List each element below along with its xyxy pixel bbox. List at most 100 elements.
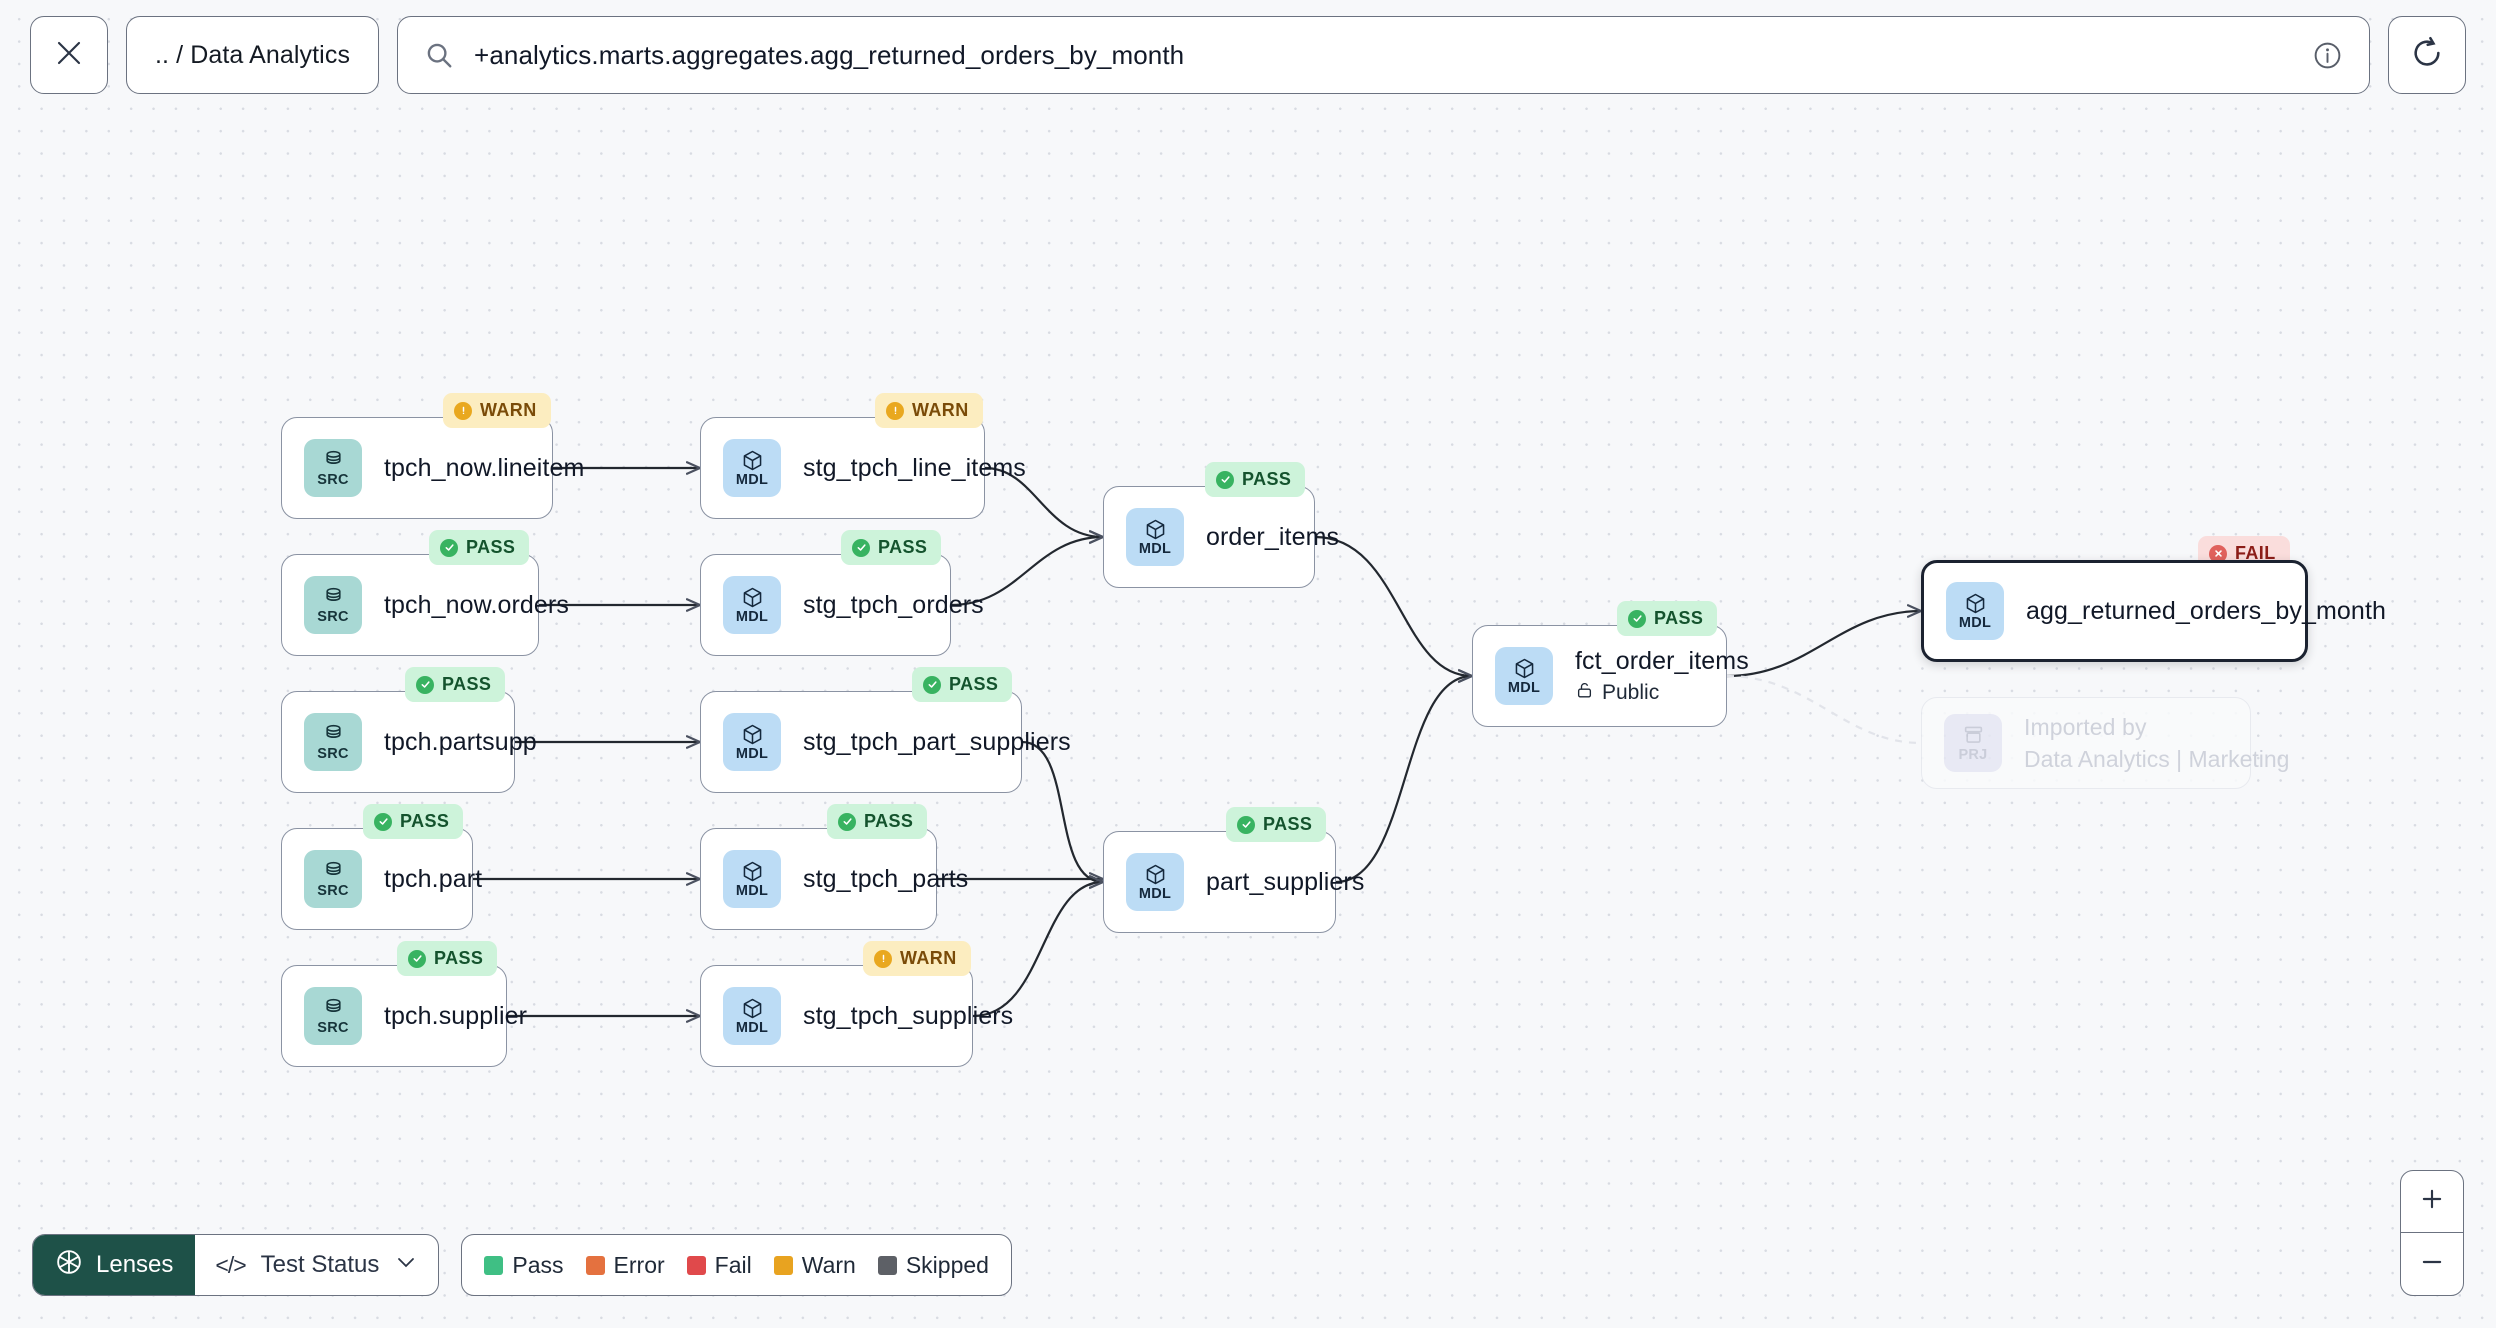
node-kind-chip-mdl: MDL [723,576,781,634]
graph-node-tpch_part[interactable]: SRC tpch.part [281,828,483,930]
node-kind-label: SRC [317,608,349,625]
status-badge-label: PASS [434,948,484,968]
node-title: agg_returned_orders_by_month [2026,596,2386,625]
node-body: stg_tpch_line_items [803,453,1026,483]
info-icon[interactable] [2312,40,2343,71]
status-badge-pass[interactable]: PASS [397,941,498,976]
close-button[interactable] [30,16,108,94]
aperture-icon [55,1248,83,1283]
status-badge-warn[interactable]: WARN [875,393,983,428]
node-kind-chip-src: SRC [304,713,362,771]
zoom-out-button[interactable] [2401,1233,2463,1295]
status-pass-icon [852,538,870,557]
legend-swatch-fail [686,1255,706,1275]
legend-item-error[interactable]: Error [585,1252,665,1279]
code-icon: </> [215,1251,246,1278]
lenses-button[interactable]: Lenses [33,1235,196,1295]
legend-item-skipped[interactable]: Skipped [877,1252,989,1279]
node-title: stg_tpch_orders [803,590,984,619]
status-badge-warn[interactable]: WARN [863,941,971,976]
legend-item-warn[interactable]: Warn [773,1251,856,1279]
chevron-down-icon [394,1250,418,1281]
edge-stgpartsup-partsuppliers [1021,740,1103,882]
node-kind-chip-mdl: MDL [1126,853,1184,911]
node-title: order_items [1206,522,1340,551]
legend-label: Warn [801,1251,856,1278]
status-badge-pass[interactable]: PASS [841,530,942,565]
cube-icon [741,997,764,1020]
node-kind-chip-src: SRC [304,576,362,634]
node-kind-label: SRC [317,1019,349,1036]
graph-node-tpch_now_orders[interactable]: SRC tpch_now.orders [281,554,569,656]
zoom-in-button[interactable] [2401,1171,2463,1233]
node-subtitle-label: Data Analytics | Marketing [2024,745,2290,772]
node-kind-chip-mdl: MDL [723,439,781,497]
status-badge-pass[interactable]: PASS [363,804,464,839]
status-badge-pass[interactable]: PASS [912,667,1013,702]
status-pass-icon [923,675,941,694]
node-kind-label: MDL [1138,885,1172,902]
legend-label: Fail [714,1251,752,1278]
cube-icon [1144,518,1167,541]
node-kind-label: SRC [317,471,349,488]
minus-icon [2419,1249,2445,1280]
legend-label: Pass [512,1251,564,1278]
legend-item-fail[interactable]: Fail [686,1251,752,1279]
node-kind-label: SRC [317,745,349,762]
node-kind-label: SRC [317,882,349,899]
node-title: tpch.part [384,864,483,893]
node-title: tpch.supplier [384,1001,528,1030]
status-badge-pass[interactable]: PASS [827,804,928,839]
status-badge-pass[interactable]: PASS [1226,807,1327,842]
database-icon [322,860,345,883]
plus-icon [2419,1186,2445,1217]
database-icon [322,723,345,746]
zoom-controls [2400,1170,2464,1296]
status-badge-pass[interactable]: PASS [405,667,506,702]
search-input[interactable] [474,39,2292,71]
status-pass-icon [440,538,458,557]
search-bar[interactable] [397,16,2370,94]
graph-node-stg_tpch_line_items[interactable]: MDL stg_tpch_line_items [700,417,1026,519]
status-badge-label: FAIL [2235,543,2276,563]
status-pass-icon [838,812,856,831]
graph-node-stg_tpch_orders[interactable]: MDL stg_tpch_orders [700,554,984,656]
status-pass-icon [408,949,426,968]
cube-icon [741,723,764,746]
node-kind-chip-prj: PRJ [1944,714,2002,772]
node-body: stg_tpch_orders [803,590,984,620]
breadcrumb[interactable]: .. / Data Analytics [126,16,380,94]
node-body: stg_tpch_suppliers [803,1002,1013,1031]
graph-node-tpch_supplier[interactable]: SRC tpch.supplier [281,965,528,1067]
status-badge-pass[interactable]: PASS [429,530,530,565]
node-subtitle-label: Public [1602,681,1660,704]
legend-swatch-error [585,1255,605,1275]
test-status-dropdown[interactable]: </> Test Status [195,1235,438,1295]
node-body: tpch_now.orders [384,591,569,620]
status-badge-label: PASS [949,674,999,694]
lenses-label: Lenses [96,1251,174,1278]
refresh-button[interactable] [2388,16,2466,94]
status-badge-pass[interactable]: PASS [1617,601,1718,636]
status-badge-label: PASS [466,537,516,557]
status-badge-label: PASS [442,674,492,694]
node-title: stg_tpch_parts [803,864,969,893]
status-badge-pass[interactable]: PASS [1205,462,1306,497]
status-badge-warn[interactable]: WARN [443,393,551,428]
node-kind-chip-src: SRC [304,987,362,1045]
edge-partsuppliers-fct [1335,676,1472,884]
node-title: stg_tpch_line_items [803,453,1026,482]
legend-item-pass[interactable]: Pass [484,1251,564,1279]
